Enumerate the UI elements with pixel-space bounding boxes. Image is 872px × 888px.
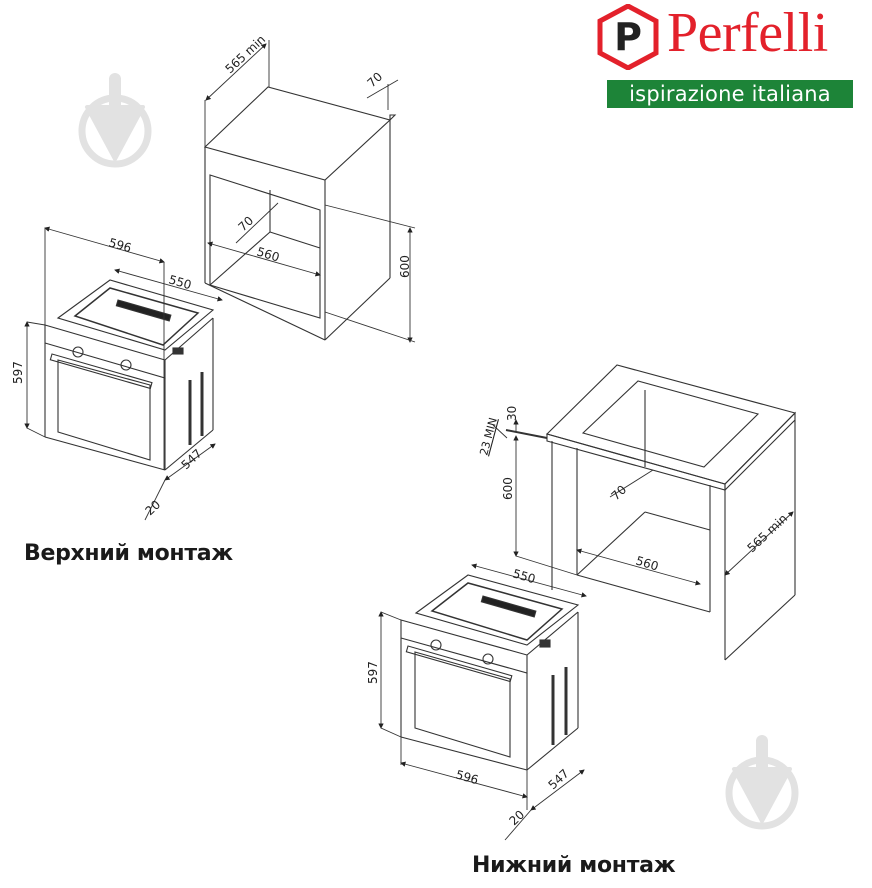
trowel-in-circle-icon <box>725 735 799 830</box>
dim-top-cabinet-inner-gap: 70 <box>235 214 256 235</box>
dim-bottom-cabinet-inner-gap: 70 <box>608 483 629 504</box>
brand-tagline: ispirazione italiana <box>607 80 853 108</box>
caption-bottom-mount: Нижний монтаж <box>472 853 676 878</box>
dim-top-oven-body-width: 550 <box>167 272 193 292</box>
brand-logo: P Perfelli ispirazione italiana <box>597 2 869 108</box>
bottom-oven <box>400 574 580 771</box>
dim-top-cabinet-height: 600 <box>398 255 412 278</box>
bottom-oven-dimensions <box>378 563 587 841</box>
bottom-cabinet <box>505 364 797 661</box>
dim-top-oven-width: 596 <box>107 235 133 255</box>
dim-top-oven-depth: 547 <box>178 446 204 472</box>
top-cabinet <box>203 86 397 341</box>
dim-bottom-oven-depth: 547 <box>545 766 571 792</box>
dim-bottom-cabinet-height: 600 <box>501 477 515 500</box>
trowel-in-circle-icon <box>78 73 152 168</box>
top-oven <box>44 279 215 471</box>
dim-bottom-cabinet-top-gap: 30 <box>505 406 519 421</box>
dim-top-cabinet-depth: 565 min <box>222 32 268 76</box>
dim-top-cabinet-inner-width: 560 <box>255 244 281 264</box>
dim-bottom-cabinet-inner-width: 560 <box>634 553 660 573</box>
dim-bottom-oven-front-thickness: 20 <box>506 808 527 829</box>
dim-bottom-oven-height: 597 <box>366 661 380 684</box>
dim-bottom-cabinet-depth: 565 min <box>744 511 790 555</box>
bottom-cabinet-dimensions <box>492 419 794 586</box>
dim-bottom-countertop: 23 MIN <box>477 416 500 457</box>
brand-badge-icon: P <box>597 4 659 70</box>
dim-bottom-oven-width: 596 <box>454 767 480 787</box>
dim-top-cabinet-back-gap: 70 <box>364 70 385 91</box>
top-oven-dimensions <box>24 226 223 521</box>
dim-bottom-oven-body-width: 550 <box>511 566 537 586</box>
svg-text:P: P <box>614 15 642 59</box>
top-cabinet-dimensions <box>204 40 416 343</box>
brand-name: Perfelli <box>667 2 828 64</box>
caption-top-mount: Верхний монтаж <box>24 541 233 566</box>
dim-top-oven-front-thickness: 20 <box>142 498 163 519</box>
dim-top-oven-height: 597 <box>11 361 25 384</box>
